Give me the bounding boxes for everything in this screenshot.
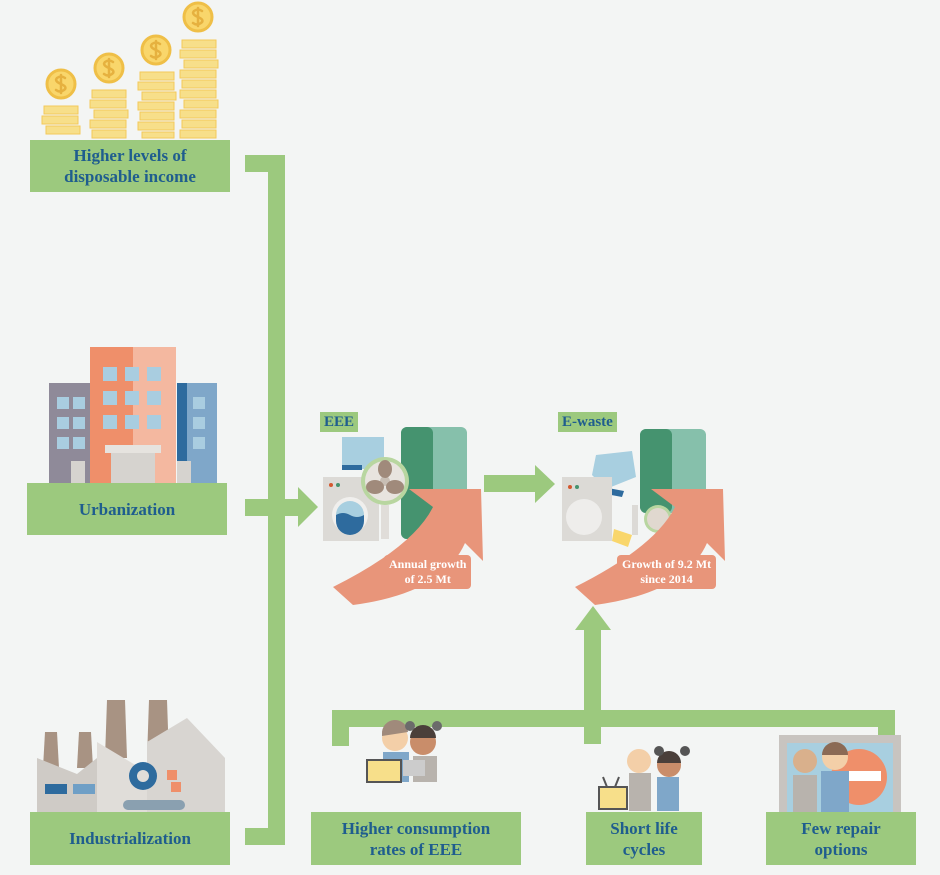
factor-life-cycles-label: Short life cycles [586,812,702,865]
arrow-eee-to-ewaste-head [535,465,555,503]
city-buildings-icon [49,347,217,483]
arrow-eee-to-ewaste-shaft [484,475,536,492]
arrow-right-to-eee [298,487,318,527]
driver-industrialization-label: Industrialization [30,812,230,865]
arrow-up-to-ewaste-head [575,606,611,630]
eee-growth-line1: Annual growth [389,557,467,571]
ewaste-label: E-waste [558,412,617,432]
driver-income-label: Higher levels of disposable income [30,140,230,192]
connector-repair [878,710,895,736]
factor-consumption-label: Higher consumption rates of EEE [311,812,521,865]
connector-industrialization [245,828,285,845]
ewaste-growth-caption: Growth of 9.2 Mt since 2014 [617,555,717,589]
eee-growth-line2: of 2.5 Mt [404,572,451,586]
ewaste-growth-line2: since 2014 [640,572,693,586]
eee-appliances-icon [323,427,467,541]
people-with-devices-icon [366,719,442,783]
ewaste-growth-line1: Growth of 9.2 Mt [622,557,712,571]
connector-bottom-bar [332,710,895,727]
eee-growth-arrow [333,489,483,605]
repair-shop-closed-icon [779,735,901,813]
coin-stacks-icon [41,1,219,139]
factor-repair-label: Few repair options [766,812,916,865]
eee-growth-caption: Annual growth of 2.5 Mt [384,555,472,589]
connector-urbanization [245,499,300,516]
driver-urbanization-label: Urbanization [27,483,227,535]
eee-label: EEE [320,412,359,432]
factory-icon [37,700,225,812]
connector-consumption [332,710,349,746]
people-short-life-icon [598,746,690,811]
ewaste-growth-arrow [575,489,725,605]
